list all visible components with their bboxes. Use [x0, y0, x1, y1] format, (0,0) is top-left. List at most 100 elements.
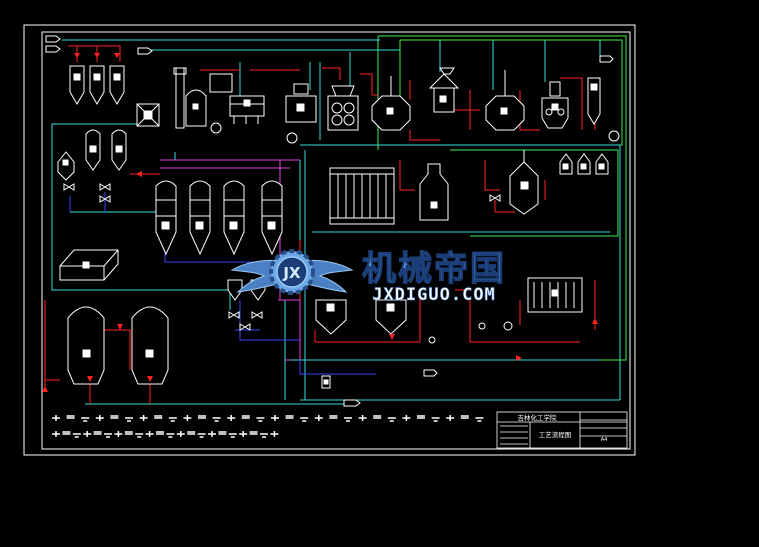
- legend-symbol: [156, 431, 164, 435]
- reactor-house: [428, 67, 460, 113]
- legend-symbol: [104, 433, 112, 438]
- legend-symbol: [270, 431, 279, 437]
- small-tanks: [559, 153, 609, 175]
- storage-tank-1: [67, 306, 105, 385]
- legend-symbol: [256, 417, 265, 422]
- legend-symbol: [52, 431, 60, 437]
- legend-symbol: [358, 415, 367, 421]
- title-block: [496, 411, 628, 449]
- input-tag-3: [137, 47, 153, 55]
- pump-3: [608, 130, 620, 142]
- legend-symbol: [62, 431, 71, 435]
- title-block-sheet-size: A4: [601, 437, 608, 443]
- legend-symbol: [218, 431, 227, 435]
- legend-symbol: [110, 415, 119, 419]
- outer-frame: [23, 24, 636, 456]
- legend-symbol: [271, 415, 279, 421]
- legend-symbol: [460, 415, 469, 419]
- boil-kettle: [419, 163, 449, 221]
- legend-symbol: [446, 415, 455, 421]
- legend-symbol: [198, 415, 206, 419]
- mid-hoppers: [57, 129, 127, 181]
- grinder: [327, 85, 359, 131]
- legend-symbol: [228, 433, 237, 438]
- legend-symbol: [125, 417, 133, 422]
- legend-symbol: [72, 433, 81, 438]
- legend-symbol: [145, 431, 154, 437]
- flow-arrows: [42, 53, 598, 392]
- fermenter-3: [223, 180, 245, 256]
- legend-symbol: [314, 415, 323, 421]
- legend-symbol: [135, 433, 144, 438]
- pump-5: [478, 322, 486, 330]
- input-tag-1: [45, 35, 61, 43]
- title-block-drawing-title: 工艺流程图: [539, 430, 572, 439]
- storage-tank-2: [131, 306, 169, 385]
- legend-symbol: [114, 431, 123, 437]
- symbol-legend: [52, 415, 484, 438]
- fermenter-2: [189, 180, 211, 256]
- legend-symbol: [83, 431, 92, 437]
- legend-symbol: [93, 431, 102, 435]
- legend-symbol: [154, 415, 163, 419]
- bright-tank-2: [375, 299, 407, 335]
- legend-symbol: [260, 433, 268, 438]
- filter-press: [527, 277, 583, 313]
- pump-2: [286, 132, 298, 144]
- watermark-domain: JXDIGUO.COM: [372, 285, 496, 305]
- legend-symbol: [183, 415, 192, 421]
- pump-6: [428, 336, 436, 344]
- legend-symbol: [95, 415, 104, 421]
- legend-symbol: [300, 417, 309, 422]
- legend-symbol: [431, 417, 440, 422]
- legend-symbol: [187, 431, 196, 435]
- legend-symbol: [208, 431, 216, 437]
- legend-symbol: [285, 415, 294, 419]
- legend-symbol: [249, 431, 258, 435]
- whirlpool-tank: [509, 150, 539, 215]
- legend-symbol: [212, 417, 221, 422]
- legend-symbol: [387, 417, 396, 422]
- legend-symbol: [197, 433, 206, 438]
- feed-hoppers: [69, 65, 125, 105]
- legend-symbol: [139, 415, 148, 421]
- pump-4: [503, 321, 513, 331]
- equipment: [45, 35, 620, 407]
- legend-symbol: [81, 417, 90, 422]
- legend-symbol: [402, 415, 411, 421]
- input-tag-2: [45, 45, 61, 53]
- pump-1: [210, 122, 222, 134]
- legend-symbol: [239, 431, 248, 437]
- legend-symbol: [373, 415, 382, 419]
- legend-symbol: [417, 415, 425, 419]
- legend-symbol: [475, 417, 484, 422]
- bucket-elevator: [173, 67, 187, 129]
- legend-symbol: [124, 431, 133, 435]
- inner-frame: [41, 31, 631, 450]
- legend-symbol: [344, 417, 352, 422]
- soaking-tanks: [209, 73, 265, 124]
- legend-symbol: [329, 415, 338, 419]
- small-cone-1: [227, 279, 243, 301]
- tray-tank: [59, 249, 119, 281]
- legend-symbol: [227, 415, 236, 421]
- valves: [63, 183, 501, 331]
- plate-filter: [329, 167, 395, 225]
- legend-symbol: [52, 415, 60, 421]
- legend-symbol: [176, 431, 185, 437]
- legend-symbol: [166, 433, 175, 438]
- fermenter-4: [261, 180, 283, 256]
- legend-symbol: [66, 415, 75, 419]
- legend-symbol: [241, 415, 250, 419]
- reactor-2: [485, 70, 525, 131]
- legend-symbol: [168, 417, 177, 422]
- reactor-1: [371, 76, 411, 131]
- fermenter-1: [155, 180, 177, 256]
- reactor-3: [541, 81, 569, 129]
- watermark-name: 机械帝国: [362, 249, 506, 289]
- bright-tank-1: [315, 299, 347, 335]
- output-tag: [343, 399, 361, 407]
- watermark-emblem-letters: JX: [282, 264, 301, 282]
- watermark: JX 机械帝国 JXDIGUO.COM: [230, 248, 506, 305]
